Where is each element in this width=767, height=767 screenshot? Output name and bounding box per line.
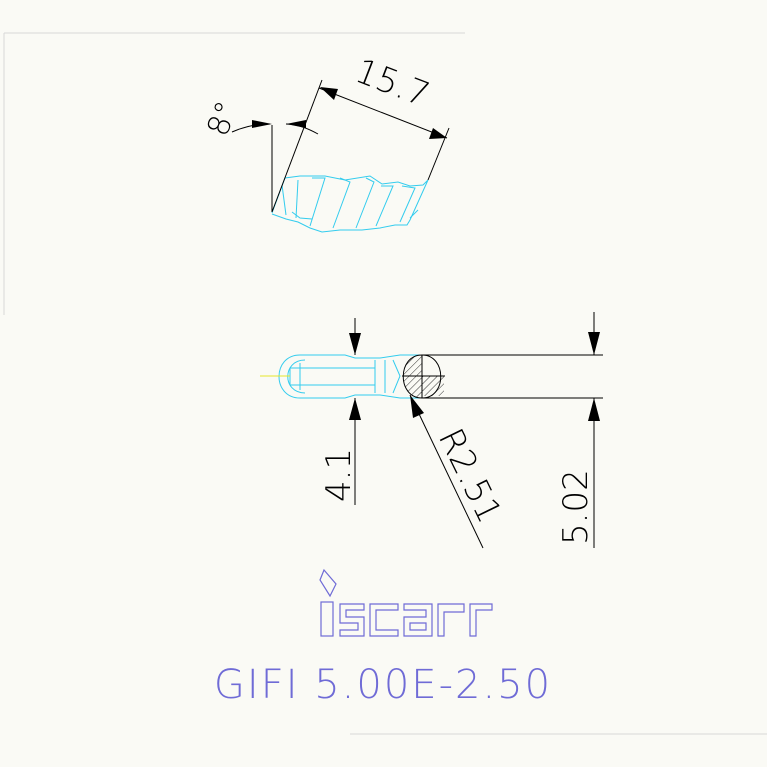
side-view-arrows [252,87,447,139]
part-number: GIFI 5.00E-2.50 [214,662,552,708]
length-dimension-label: 15.7 [350,51,435,115]
front-view-dimension-lines [354,312,603,549]
iscar-logo [319,568,493,637]
radius-dimension-label: R2.51 [430,422,509,529]
width-dimension-label: 4.1 [319,448,359,502]
insert-side-profile [271,175,429,233]
front-view: 4.1 R2.51 5.02 [260,312,603,549]
insert-front-profile [260,354,420,399]
frame-lines [3,32,767,735]
angle-dimension-label: 8° [201,97,246,141]
front-view-arrows [349,332,600,421]
side-view: 8° 15.7 [201,51,450,233]
height-dimension-label: 5.02 [556,469,596,545]
ball-tip [402,354,445,399]
